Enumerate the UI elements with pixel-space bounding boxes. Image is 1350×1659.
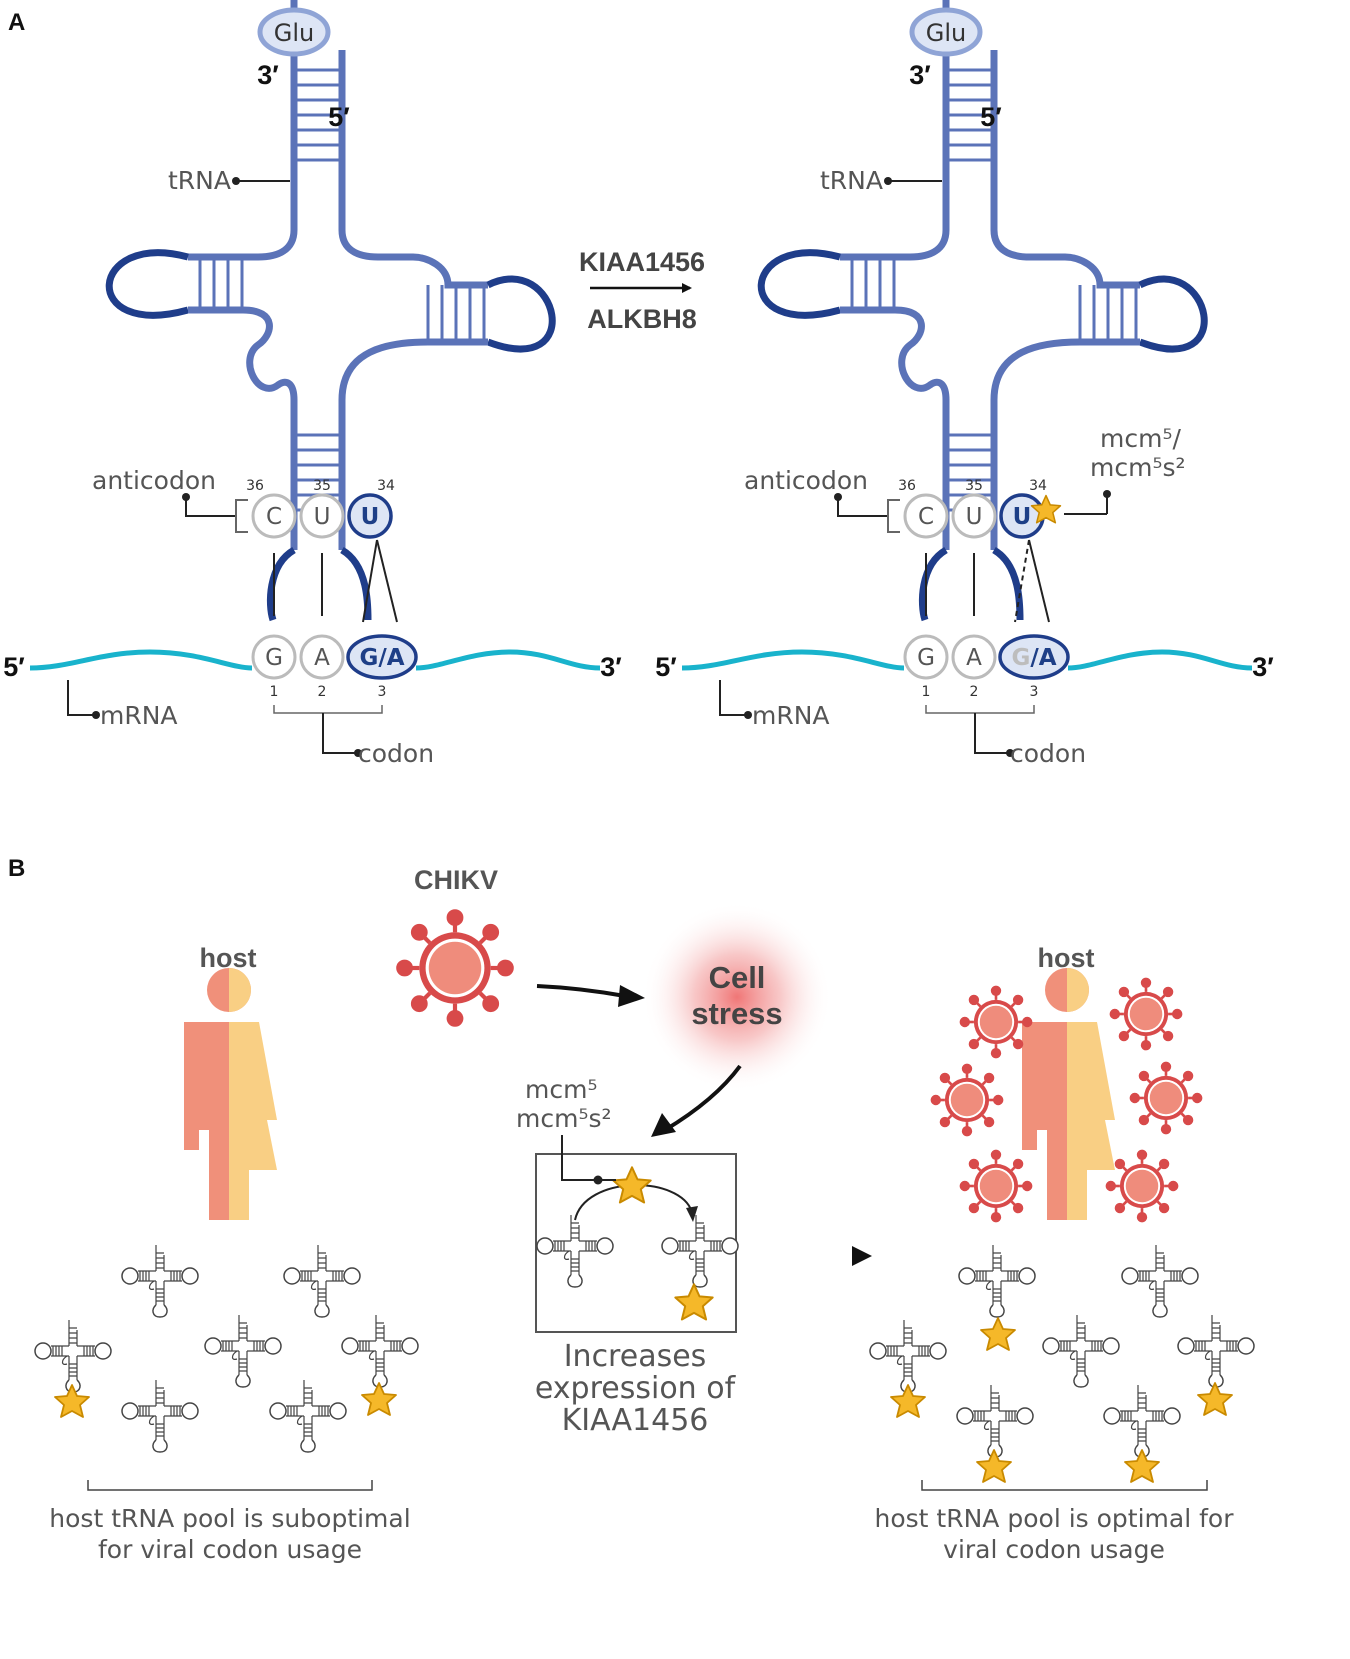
mrna-right-5 xyxy=(681,649,905,671)
virus-icon-4 xyxy=(1129,1061,1203,1135)
virus-icon-3 xyxy=(930,1063,1004,1137)
trna-label-left: tRNA xyxy=(168,166,231,195)
virus-icon-1 xyxy=(959,985,1033,1059)
trna-pool-left xyxy=(34,1244,419,1453)
trna-3prime-right: 3′ xyxy=(909,60,931,90)
pool-right-caption-1: host tRNA pool is optimal for xyxy=(875,1504,1235,1533)
codon-label-right: codon xyxy=(1010,739,1086,768)
glu-circle-left xyxy=(257,7,331,57)
pool-left-caption-1: host tRNA pool is suboptimal xyxy=(49,1504,410,1533)
mrna-left-3 xyxy=(415,649,601,671)
caption-line2: expression of xyxy=(535,1371,737,1406)
pos-36-left: 36 xyxy=(246,478,264,494)
wobble-codon-left: G/A xyxy=(359,645,404,671)
mod-label-b-line1: mcm⁵ xyxy=(525,1075,597,1104)
mod-label-b-line2: mcm⁵s² xyxy=(516,1104,612,1133)
enzyme-kiaa1456: KIAA1456 xyxy=(579,247,705,277)
caption-line1: Increases xyxy=(564,1339,707,1374)
star-pool-left-1 xyxy=(54,1384,90,1418)
anticodon-base-u35-left: U xyxy=(314,504,331,530)
mrna-right-3 xyxy=(1067,649,1253,671)
codon-base-g-left: G xyxy=(265,645,283,671)
enzyme-alkbh8: ALKBH8 xyxy=(587,304,697,334)
star-pool-right-5 xyxy=(1124,1449,1160,1483)
star-pool-right-1 xyxy=(980,1317,1016,1351)
pos-35-left: 35 xyxy=(313,478,331,494)
pool-right-caption-2: viral codon usage xyxy=(943,1535,1165,1564)
host-figure-right xyxy=(1022,968,1115,1220)
pos-36-right: 36 xyxy=(898,478,916,494)
mrna-5prime-left: 5′ xyxy=(3,652,25,682)
trna-label-right: tRNA xyxy=(820,166,883,195)
trna-5prime-left: 5′ xyxy=(328,102,350,132)
glu-label-right: Glu xyxy=(926,19,966,47)
codon-base-a-right: A xyxy=(966,645,982,671)
stress-to-box-arrow xyxy=(663,1064,742,1132)
cell-stress-line1: Cell xyxy=(709,960,766,995)
trna-3prime-left: 3′ xyxy=(257,60,279,90)
codon-pos-2-right: 2 xyxy=(970,684,979,700)
anticodon-base-u35-right: U xyxy=(966,504,983,530)
codon-pos-3-left: 3 xyxy=(378,684,387,700)
anticodon-base-c-right: C xyxy=(918,504,934,530)
trna-5prime-right: 5′ xyxy=(980,102,1002,132)
panel-b-label: B xyxy=(8,855,25,882)
anticodon-label-left: anticodon xyxy=(92,466,216,495)
codon-pos-2-left: 2 xyxy=(318,684,327,700)
pos-35-right: 35 xyxy=(965,478,983,494)
pool-left-caption-2: for viral codon usage xyxy=(98,1535,362,1564)
pos-34-left: 34 xyxy=(377,478,395,494)
chikv-virus-icon xyxy=(398,911,511,1024)
mrna-label-left: mRNA xyxy=(100,701,178,730)
caption-line3: KIAA1456 xyxy=(562,1403,709,1438)
mrna-left-5 xyxy=(29,649,253,671)
host-label-right: host xyxy=(1038,943,1095,973)
virus-icon-6 xyxy=(1105,1149,1179,1223)
anticodon-base-u34-left: U xyxy=(361,504,380,530)
virus-icon-5 xyxy=(959,1149,1033,1223)
mod-label-a-line2: mcm⁵s² xyxy=(1090,453,1186,482)
anticodon-label-right: anticodon xyxy=(744,466,868,495)
star-pool-right-4 xyxy=(976,1449,1012,1483)
cell-stress-glow xyxy=(642,902,832,1092)
cell-stress-line2: stress xyxy=(691,996,782,1031)
codon-pos-1-right: 1 xyxy=(922,684,931,700)
wobble-codon-right: G/A xyxy=(1011,645,1056,671)
mrna-label-right: mRNA xyxy=(752,701,830,730)
codon-base-a-left: A xyxy=(314,645,330,671)
host-figure-left xyxy=(184,968,277,1220)
codon-pos-3-right: 3 xyxy=(1030,684,1039,700)
star-pool-right-2 xyxy=(890,1384,926,1418)
anticodon-group-right: anticodon 36 35 34 C U U mcm⁵/ mcm⁵s² xyxy=(744,424,1186,623)
mrna-3prime-left: 3′ xyxy=(600,652,622,682)
star-pool-right-3 xyxy=(1197,1382,1233,1416)
anticodon-base-u34-right: U xyxy=(1013,504,1032,530)
virus-to-stress-arrow xyxy=(536,984,626,998)
virus-icon-2 xyxy=(1109,977,1183,1051)
anticodon-group-left: anticodon 36 35 34 C U U xyxy=(92,466,398,623)
trna-pool-right xyxy=(869,1244,1255,1483)
codon-label-left: codon xyxy=(358,739,434,768)
codon-base-g-right: G xyxy=(917,645,935,671)
host-label-left: host xyxy=(200,943,257,973)
mod-label-a-line1: mcm⁵/ xyxy=(1100,424,1181,453)
panel-a-label: A xyxy=(8,9,25,36)
star-pool-left-2 xyxy=(361,1382,397,1416)
glu-circle-right xyxy=(909,7,983,57)
mrna-5prime-right: 5′ xyxy=(655,652,677,682)
anticodon-base-c-left: C xyxy=(266,504,282,530)
codon-pos-1-left: 1 xyxy=(270,684,279,700)
virus-label: CHIKV xyxy=(414,865,498,895)
pos-34-right: 34 xyxy=(1029,478,1047,494)
mrna-3prime-right: 3′ xyxy=(1252,652,1274,682)
glu-label-left: Glu xyxy=(274,19,314,47)
